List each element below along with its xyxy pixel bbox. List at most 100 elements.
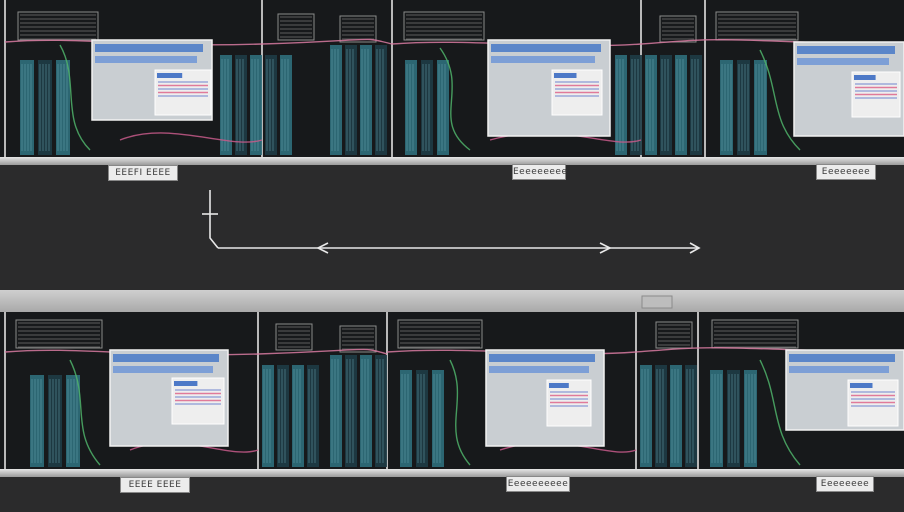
bottom-shelf-rail (0, 469, 904, 477)
building-sketch (339, 15, 377, 43)
server-rack (265, 55, 277, 155)
server-rack (737, 60, 750, 155)
server-rack (685, 365, 697, 467)
window-toolbar (95, 56, 197, 63)
building-sketch (655, 321, 693, 349)
window-header-bar (491, 44, 601, 52)
window-header-bar (113, 354, 219, 362)
server-rack (360, 45, 372, 155)
label-bottom-center: Eeeeeeeeee (506, 476, 570, 492)
cable (119, 132, 263, 143)
connector-line (209, 190, 219, 249)
cable (449, 359, 471, 466)
server-rack (30, 375, 44, 467)
server-rack (250, 55, 262, 155)
cable (69, 359, 101, 466)
server-rack (280, 55, 292, 155)
server-rack (690, 55, 702, 155)
building-sketch (339, 325, 377, 353)
server-rack (292, 365, 304, 467)
server-rack (262, 365, 274, 467)
building-sketch (659, 15, 697, 43)
server-rack (744, 370, 757, 467)
building-sketch (15, 319, 103, 349)
server-rack (345, 355, 357, 467)
server-rack (720, 60, 733, 155)
building-sketch (277, 13, 315, 41)
rail-box (641, 295, 673, 309)
window-header-bar (489, 354, 595, 362)
cable (386, 347, 904, 355)
server-rack (360, 355, 372, 467)
server-rack (38, 60, 52, 155)
building-sketch (275, 323, 313, 351)
chart-header (854, 75, 876, 80)
cable (4, 348, 388, 356)
server-rack (660, 55, 672, 155)
window-toolbar (491, 56, 595, 63)
window-header-bar (95, 44, 203, 52)
server-rack (330, 355, 342, 467)
chart-header (174, 381, 198, 386)
server-rack (345, 45, 357, 155)
server-rack (66, 375, 80, 467)
server-rack (20, 60, 34, 155)
building-sketch (711, 319, 799, 349)
server-rack (670, 365, 682, 467)
server-rack (645, 55, 657, 155)
server-rack (655, 365, 667, 467)
window-toolbar (113, 366, 213, 373)
server-rack (375, 45, 387, 155)
server-rack (416, 370, 428, 467)
building-sketch (17, 11, 99, 41)
cable (59, 44, 91, 151)
building-sketch (403, 11, 485, 41)
server-rack (615, 55, 627, 155)
server-rack (330, 45, 342, 155)
server-rack (235, 55, 247, 155)
server-rack (48, 375, 62, 467)
cable (391, 39, 904, 47)
middle-divider-rail (0, 290, 904, 312)
label-top-left: EEEFI EEEE (108, 165, 178, 181)
cable (439, 47, 471, 151)
window-toolbar (489, 366, 589, 373)
arrowhead-right (689, 242, 701, 254)
server-rack (437, 60, 449, 155)
window-toolbar (797, 58, 889, 65)
label-bottom-right: Eeeeeeee (816, 476, 874, 492)
building-sketch (397, 319, 483, 349)
arrowhead-inner (599, 242, 612, 254)
chart-header (549, 383, 569, 388)
chart-header (554, 73, 577, 78)
label-bottom-left: EEEE EEEE (120, 477, 190, 493)
server-rack (675, 55, 687, 155)
window-header-bar (797, 46, 895, 54)
server-rack (630, 55, 642, 155)
cable (4, 38, 393, 46)
server-rack (727, 370, 740, 467)
chart-header (157, 73, 183, 78)
server-rack (220, 55, 232, 155)
server-rack (432, 370, 444, 467)
server-rack (307, 365, 319, 467)
server-rack (421, 60, 433, 155)
window-header-bar (789, 354, 895, 362)
server-rack (640, 365, 652, 467)
top-shelf-rail (0, 157, 904, 165)
server-rack (710, 370, 723, 467)
label-top-center: Eeeeeeeee (512, 164, 567, 180)
chart-header (850, 383, 873, 388)
server-rack (405, 60, 417, 155)
server-rack (400, 370, 412, 467)
server-rack (277, 365, 289, 467)
server-rack (56, 60, 70, 155)
window-toolbar (789, 366, 889, 373)
server-rack (375, 355, 387, 467)
label-top-right: Eeeeeeee (816, 164, 876, 180)
cable (759, 49, 801, 151)
cable (759, 359, 801, 466)
arrowhead-left (316, 242, 329, 254)
